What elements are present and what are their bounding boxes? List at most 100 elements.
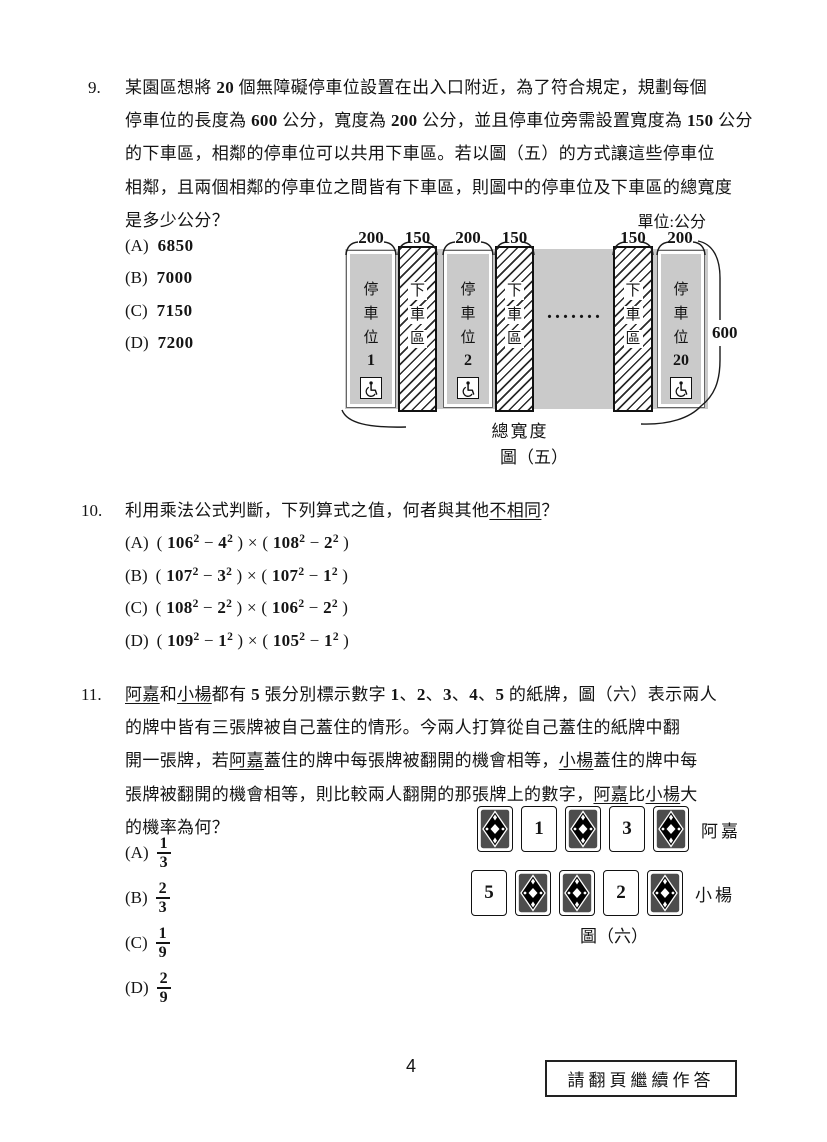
question-9-number: 9. xyxy=(88,78,101,97)
dropoff-zone: 下 車 區 xyxy=(495,246,534,412)
option-value: 7200 xyxy=(157,333,194,352)
question-10-line: 利用乘法公式判斷，下列算式之值，何者與其他不相同？ xyxy=(125,501,559,520)
question-10-text: 利用乘法公式判斷，下列算式之值，何者與其他不相同？ xyxy=(125,494,559,527)
stall-label-char: 位 xyxy=(673,330,689,346)
fraction-denominator: 9 xyxy=(159,989,168,1007)
question-9-line: 是多少公分？ xyxy=(125,210,230,230)
figure5-parking-diagram: 200 150 200 150 150 200 停 車 xyxy=(338,228,762,472)
figure5-total-width-label: 總寬度 xyxy=(491,422,549,441)
q9-option-b: (B) 7000 xyxy=(125,261,193,294)
stall-label-char: 車 xyxy=(363,306,379,322)
option-value: 7000 xyxy=(156,268,193,287)
question-11-line: 阿嘉和小楊都有 5 張分別標示數字 1、2、3、4、5 的紙牌，圖（六）表示兩人 xyxy=(125,685,718,704)
q9-option-c: (C) 7150 xyxy=(125,294,193,327)
option-label: (D) xyxy=(125,631,149,650)
question-9-text: 某園區想將 20 個無障礙停車位設置在出入口附近，為了符合規定，規劃每個 停車位… xyxy=(125,71,753,237)
option-label: (B) xyxy=(125,268,148,287)
card-value: 1 xyxy=(534,818,544,839)
dimension-label: 150 xyxy=(404,228,431,247)
turn-page-notice: 請翻頁繼續作答 xyxy=(545,1060,737,1097)
dropoff-label-char: 區 xyxy=(505,330,524,348)
player-label: 小楊 xyxy=(695,885,735,905)
question-11-line: 開一張牌，若阿嘉蓋住的牌中每張牌被翻開的機會相等，小楊蓋住的牌中每 xyxy=(125,751,698,771)
dropoff-label-char: 下 xyxy=(505,282,524,300)
figure5-caption: 圖（五） xyxy=(500,448,568,467)
card-back xyxy=(477,806,513,852)
card-face: 3 xyxy=(609,806,645,852)
stall-label-char: 停 xyxy=(673,282,689,298)
fraction-denominator: 9 xyxy=(158,944,167,962)
question-11-text: 阿嘉和小楊都有 5 張分別標示數字 1、2、3、4、5 的紙牌，圖（六）表示兩人… xyxy=(125,678,717,844)
q11-option-d: (D) 2 9 xyxy=(125,970,171,1006)
question-9-line: 某園區想將 20 個無障礙停車位設置在出入口附近，為了符合規定，規劃每個 xyxy=(125,78,708,97)
card-back xyxy=(559,870,595,916)
card-back-pattern-icon xyxy=(480,809,510,849)
option-expression: ( 1092 − 12 ) × ( 1052 − 12 ) xyxy=(156,631,350,650)
option-label: (A) xyxy=(125,236,149,255)
wheelchair-icon xyxy=(360,377,382,399)
question-9-line: 的下車區，相鄰的停車位可以共用下車區。若以圖（五）的方式讓這些停車位 xyxy=(125,144,715,164)
option-value: 7150 xyxy=(156,301,193,320)
dropoff-label-char: 區 xyxy=(408,330,427,348)
fraction: 2 3 xyxy=(155,879,170,917)
option-value: 6850 xyxy=(157,236,194,255)
dropoff-label-char: 車 xyxy=(408,306,427,324)
fraction-numerator: 2 xyxy=(158,879,167,897)
card-back-pattern-icon xyxy=(568,809,598,849)
player-label: 阿嘉 xyxy=(701,821,741,841)
dimension-label: 150 xyxy=(620,228,646,247)
wheelchair-icon xyxy=(457,377,479,399)
option-label: (C) xyxy=(125,598,148,617)
parking-stall-20: 停 車 位 20 xyxy=(657,250,705,408)
dimension-label: 150 xyxy=(501,228,528,247)
card-face: 2 xyxy=(603,870,639,916)
fraction-denominator: 3 xyxy=(158,899,167,917)
card-back xyxy=(565,806,601,852)
stall-label-char: 車 xyxy=(673,306,689,322)
q9-option-d: (D) 7200 xyxy=(125,326,194,359)
q9-option-a: (A) 6850 xyxy=(125,229,194,262)
dimension-label: 200 xyxy=(455,228,481,247)
card-back-pattern-icon xyxy=(656,809,686,849)
fraction-bar xyxy=(155,897,170,899)
card-back-pattern-icon xyxy=(650,873,680,913)
fraction-bar xyxy=(156,852,171,854)
parking-stall-2: 停 車 位 2 xyxy=(443,250,493,408)
q10-option-a: (A) ( 1062 − 42 ) × ( 1082 − 22 ) xyxy=(125,526,349,559)
card-value: 5 xyxy=(484,882,494,903)
card-back-pattern-icon xyxy=(562,873,592,913)
question-11-line: 的機率為何？ xyxy=(125,817,230,837)
parking-stall-1: 停 車 位 1 xyxy=(346,250,396,408)
stall-number: 1 xyxy=(367,352,375,369)
option-expression: ( 1072 − 32 ) × ( 1072 − 12 ) xyxy=(155,566,349,585)
option-label: (C) xyxy=(125,301,148,320)
fraction-bar xyxy=(155,942,170,944)
card-back xyxy=(653,806,689,852)
page-number: 4 xyxy=(405,1056,416,1076)
card-row-ajia: 1 3 阿嘉 xyxy=(477,806,741,852)
card-back xyxy=(515,870,551,916)
fraction-bar xyxy=(156,987,171,989)
option-label: (D) xyxy=(125,978,149,997)
option-label: (A) xyxy=(125,533,149,552)
option-expression: ( 1062 − 42 ) × ( 1082 − 22 ) xyxy=(156,533,350,552)
figure6-caption: 圖（六） xyxy=(580,927,648,946)
option-label: (B) xyxy=(125,566,148,585)
question-11-line: 的牌中皆有三張牌被自己蓋住的情形。今兩人打算從自己蓋住的紙牌中翻 xyxy=(125,718,681,738)
option-label: (D) xyxy=(125,333,149,352)
stall-number: 2 xyxy=(464,352,472,369)
card-face: 5 xyxy=(471,870,507,916)
question-9-line: 相鄰，且兩個相鄰的停車位之間皆有下車區，則圖中的停車位及下車區的總寬度 xyxy=(125,177,733,197)
fraction-numerator: 1 xyxy=(159,834,168,852)
option-label: (C) xyxy=(125,933,148,952)
option-label: (A) xyxy=(125,843,149,862)
figure5-unit-label: 單位:公分 xyxy=(637,214,706,231)
stall-label-char: 停 xyxy=(460,282,476,298)
dropoff-label-char: 下 xyxy=(408,282,427,300)
question-11-number: 11. xyxy=(81,685,102,704)
card-value: 3 xyxy=(622,818,632,839)
q11-option-c: (C) 1 9 xyxy=(125,925,170,961)
question-10-number: 10. xyxy=(81,501,103,520)
stall-label-char: 停 xyxy=(363,282,379,298)
